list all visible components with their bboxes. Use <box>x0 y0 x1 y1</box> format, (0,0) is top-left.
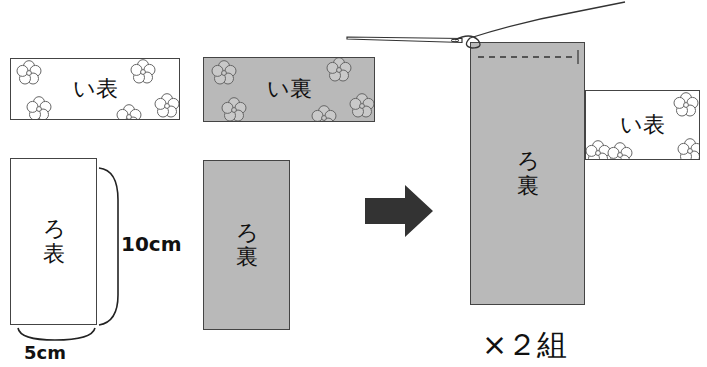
fabric-piece: い表 <box>10 58 180 120</box>
piece-label: い裏 <box>267 76 312 102</box>
fabric-piece: い表 <box>585 90 700 160</box>
thread-line <box>577 50 578 64</box>
fabric-piece: ろ表 <box>10 158 97 325</box>
text-holder: ろ表 <box>43 217 65 265</box>
text-holder: い裏 <box>267 76 312 102</box>
needle-eye <box>451 39 459 41</box>
text-holder: い表 <box>73 76 118 102</box>
thread-line <box>478 56 577 58</box>
thread-line <box>347 37 462 43</box>
text-holder: い表 <box>620 112 665 138</box>
fabric-piece: ろ裏 <box>470 42 585 305</box>
piece-label: い表 <box>620 112 665 138</box>
text-holder: ろ裏 <box>236 221 258 269</box>
dimension-label: 5cm <box>24 343 66 363</box>
dimension-bracket <box>18 328 95 340</box>
quantity-note: ×２組 <box>482 328 567 361</box>
process-arrow <box>365 185 433 237</box>
thread-line <box>455 2 625 48</box>
dimension-label: 10cm <box>121 233 182 255</box>
fabric-piece: い裏 <box>203 57 375 122</box>
fabric-piece: ろ裏 <box>203 160 290 330</box>
piece-label: ろ裏 <box>517 149 539 197</box>
piece-label: ろ表 <box>43 217 65 265</box>
piece-label: い表 <box>73 76 118 102</box>
text-holder: ろ裏 <box>517 149 539 197</box>
piece-label: ろ裏 <box>236 221 258 269</box>
dimension-bracket <box>99 168 118 325</box>
